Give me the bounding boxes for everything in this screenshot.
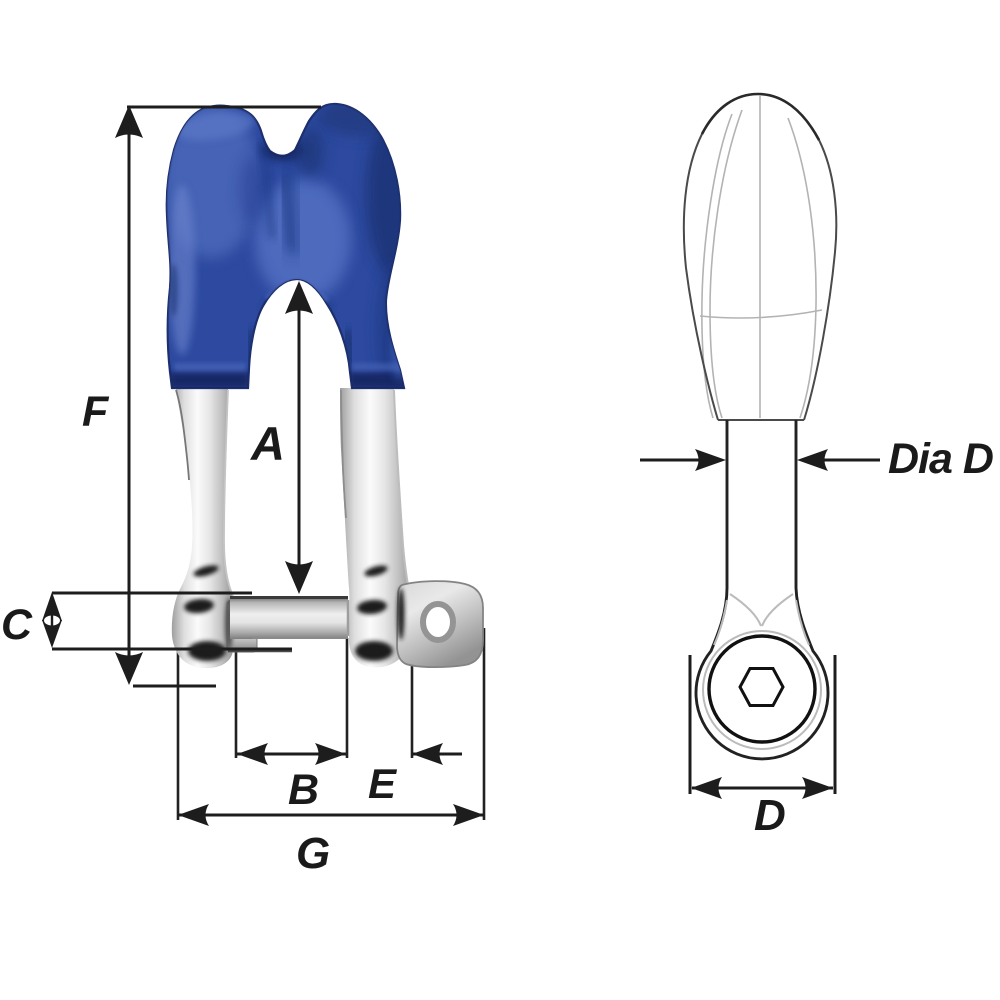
svg-text:D: D bbox=[754, 791, 786, 840]
svg-text:Dia D: Dia D bbox=[888, 435, 993, 483]
svg-text:C: C bbox=[1, 601, 33, 649]
svg-text:A: A bbox=[250, 417, 285, 470]
svg-text:F: F bbox=[82, 388, 110, 436]
svg-text:B: B bbox=[288, 766, 319, 814]
svg-text:G: G bbox=[296, 829, 330, 878]
svg-text:E: E bbox=[368, 760, 398, 807]
